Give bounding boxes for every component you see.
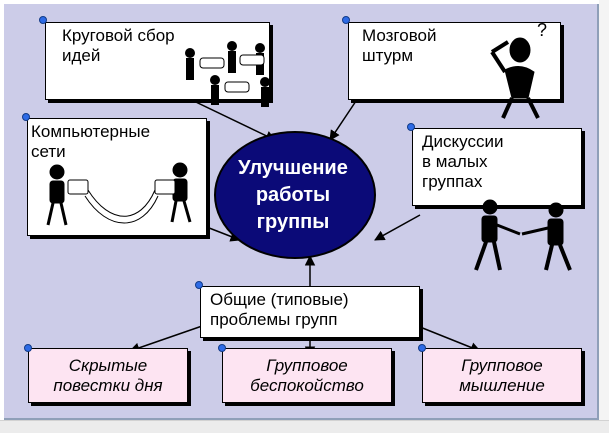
problem-label-hidden-agendas: Скрытые повестки дня xyxy=(53,356,163,395)
problem-label-groupthink: Групповое мышление xyxy=(459,356,545,395)
callout-marker xyxy=(39,16,47,24)
callout-marker xyxy=(195,281,203,289)
arrow-discussion-to-center xyxy=(374,214,421,241)
common-problems-box xyxy=(200,286,420,338)
problem-box-groupthink xyxy=(422,348,582,403)
center-ellipse xyxy=(214,131,376,259)
method-label-small-group-discussion: Дискуссии в малых группах xyxy=(422,132,504,191)
problem-box-group-anxiety xyxy=(222,348,392,403)
problem-label-group-anxiety: Групповое беспокойство xyxy=(250,356,364,395)
right-edge-strip xyxy=(599,0,609,420)
arrow-to-groupthink xyxy=(414,324,481,353)
common-problems-label: Общие (типовые) проблемы групп xyxy=(210,290,349,329)
arrow-brainstorm-to-center xyxy=(329,94,361,141)
method-label-brainstorm: Мозговой штурм xyxy=(362,26,437,65)
callout-marker xyxy=(407,123,415,131)
callout-marker xyxy=(342,16,350,24)
question-mark: ? xyxy=(537,20,548,40)
callout-marker xyxy=(22,113,30,121)
problem-box-hidden-agendas xyxy=(28,348,188,403)
arrow-to-hidden-agendas xyxy=(129,324,206,353)
center-label: Улучшение работы группы xyxy=(238,157,348,233)
callout-marker xyxy=(418,344,426,352)
method-label-computer-networks: Компьютерные сети xyxy=(31,122,151,161)
callout-marker xyxy=(218,344,226,352)
horizontal-scrollbar[interactable] xyxy=(0,420,609,433)
method-label-round-robin: Круговой сбор идей xyxy=(62,26,175,65)
callout-marker xyxy=(24,344,32,352)
